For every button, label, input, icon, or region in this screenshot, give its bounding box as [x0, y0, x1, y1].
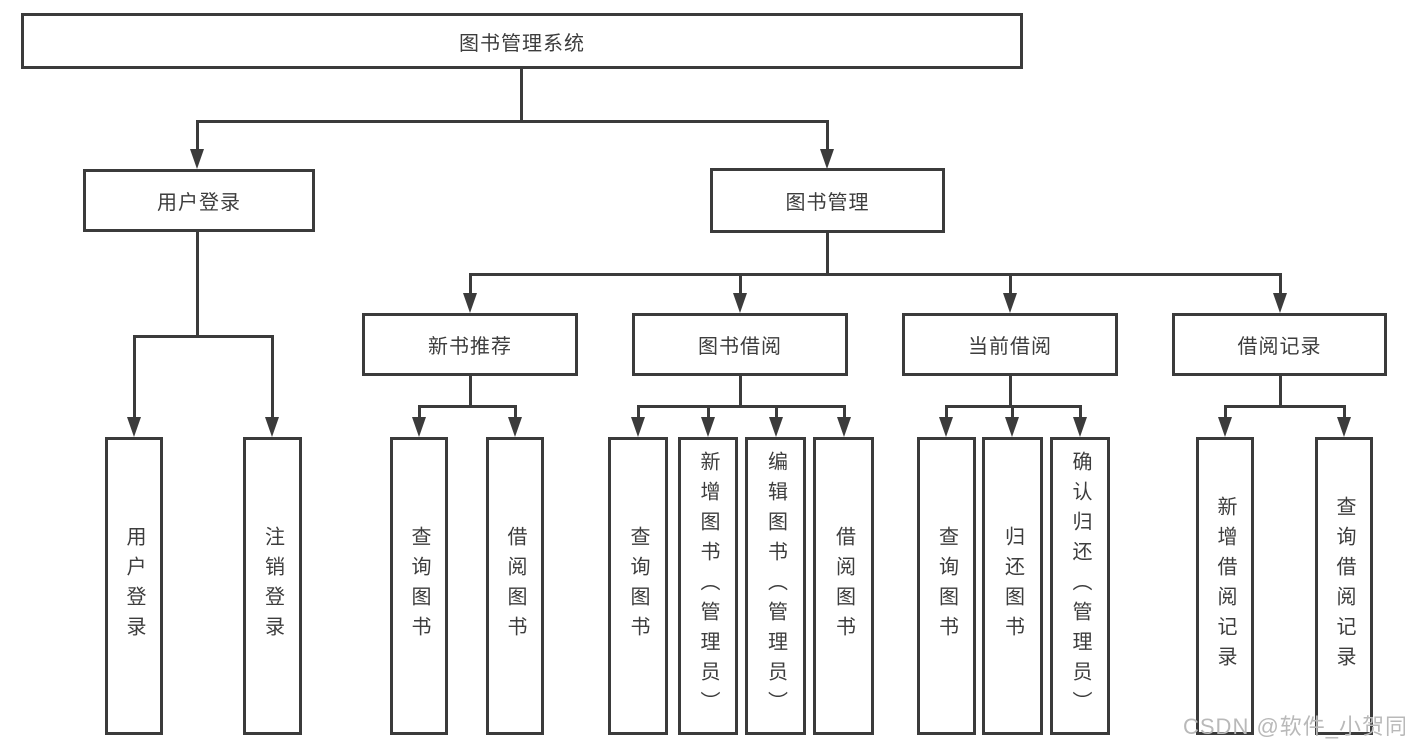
connector-stem: [1009, 376, 1012, 408]
arrow-down-icon: [939, 417, 953, 437]
node-label: 借阅图书: [504, 526, 526, 646]
node-label: 归还图书: [1001, 526, 1024, 646]
node-label: 借阅图书: [832, 526, 855, 646]
node-current-borrow: 当前借阅: [902, 313, 1118, 376]
connector-line: [1011, 405, 1014, 420]
node-label: 查询图书: [627, 526, 649, 646]
node-library-system: 图书管理系统: [21, 13, 1023, 69]
leaf-user-login: 用户登录: [105, 437, 163, 735]
connector-rail: [469, 273, 1282, 276]
leaf-add-borrow-record: 新增借阅记录: [1196, 437, 1254, 735]
connector-line: [514, 405, 517, 420]
node-label: 当前借阅: [968, 336, 1052, 358]
node-book-borrow: 图书借阅: [632, 313, 848, 376]
leaf-borrow-books: 借阅图书: [813, 437, 874, 735]
node-label: 注销登录: [261, 526, 284, 646]
node-label: 借阅记录: [1237, 336, 1322, 358]
arrow-down-icon: [1218, 417, 1232, 437]
node-label: 用户登录: [123, 526, 145, 646]
arrow-down-icon: [733, 293, 747, 313]
connector-root-rail: [196, 120, 829, 123]
node-label: 查询借阅记录: [1333, 496, 1355, 676]
node-borrow-records: 借阅记录: [1172, 313, 1387, 376]
leaf-return-books: 归还图书: [982, 437, 1043, 735]
arrow-down-icon: [631, 417, 645, 437]
connector-stem: [196, 232, 199, 338]
arrow-down-icon: [1337, 417, 1351, 437]
arrow-down-icon: [127, 417, 141, 437]
node-label: 图书管理: [785, 192, 870, 214]
connector-line: [945, 405, 948, 420]
node-label: 用户登录: [157, 192, 241, 214]
arrow-down-icon: [508, 417, 522, 437]
arrow-down-icon: [190, 149, 204, 169]
leaf-edit-books-admin: 编辑图书（管理员）: [745, 437, 806, 735]
leaf-query-borrow-record: 查询借阅记录: [1315, 437, 1373, 735]
connector-stem: [1279, 376, 1282, 408]
arrow-down-icon: [701, 417, 715, 437]
leaf-query-books-borrow: 查询图书: [608, 437, 668, 735]
arrow-down-icon: [265, 417, 279, 437]
leaf-query-books-current: 查询图书: [917, 437, 976, 735]
leaf-add-books-admin: 新增图书（管理员）: [678, 437, 738, 735]
connector-line: [775, 405, 778, 420]
connector-line: [826, 120, 829, 152]
connector-line: [739, 273, 742, 296]
leaf-confirm-return-admin: 确认归还（管理员）: [1050, 437, 1110, 735]
connector-line: [1009, 273, 1012, 296]
leaf-query-books-recommend: 查询图书: [390, 437, 448, 735]
connector-line: [469, 273, 472, 296]
arrow-down-icon: [412, 417, 426, 437]
connector-line: [1079, 405, 1082, 420]
node-label: 编辑图书（管理员）: [764, 451, 787, 721]
arrow-down-icon: [1003, 293, 1017, 313]
node-label: 图书管理系统: [459, 32, 585, 55]
connector-line: [637, 405, 640, 420]
connector-stem: [469, 376, 472, 408]
node-label: 查询图书: [935, 526, 958, 646]
node-label: 查询图书: [408, 526, 430, 646]
arrow-down-icon: [463, 293, 477, 313]
connector-line: [271, 335, 274, 420]
connector-root-stem: [520, 69, 523, 123]
connector-line: [843, 405, 846, 420]
connector-line: [707, 405, 710, 420]
node-new-book-recommend: 新书推荐: [362, 313, 578, 376]
arrow-down-icon: [769, 417, 783, 437]
node-label: 新增图书（管理员）: [697, 451, 719, 721]
arrow-down-icon: [1273, 293, 1287, 313]
arrow-down-icon: [820, 149, 834, 169]
node-label: 新增借阅记录: [1214, 496, 1236, 676]
arrow-down-icon: [837, 417, 851, 437]
node-label: 新书推荐: [428, 336, 512, 358]
connector-line: [196, 120, 199, 152]
connector-line: [1343, 405, 1346, 420]
leaf-borrow-books-recommend: 借阅图书: [486, 437, 544, 735]
csdn-watermark: CSDN @软件_小贺同学: [1183, 714, 1405, 739]
connector-line: [418, 405, 421, 420]
connector-line: [1224, 405, 1227, 420]
arrow-down-icon: [1005, 417, 1019, 437]
node-book-management: 图书管理: [710, 168, 945, 233]
connector-rail: [418, 405, 517, 408]
connector-rail: [1224, 405, 1345, 408]
connector-stem: [826, 233, 829, 276]
connector-line: [1279, 273, 1282, 296]
leaf-logout: 注销登录: [243, 437, 302, 735]
connector-rail: [133, 335, 274, 338]
connector-stem: [739, 376, 742, 408]
arrow-down-icon: [1073, 417, 1087, 437]
node-label: 确认归还（管理员）: [1069, 451, 1091, 721]
node-user-login: 用户登录: [83, 169, 315, 232]
connector-line: [133, 335, 136, 420]
node-label: 图书借阅: [698, 336, 782, 358]
connector-rail: [637, 405, 845, 408]
